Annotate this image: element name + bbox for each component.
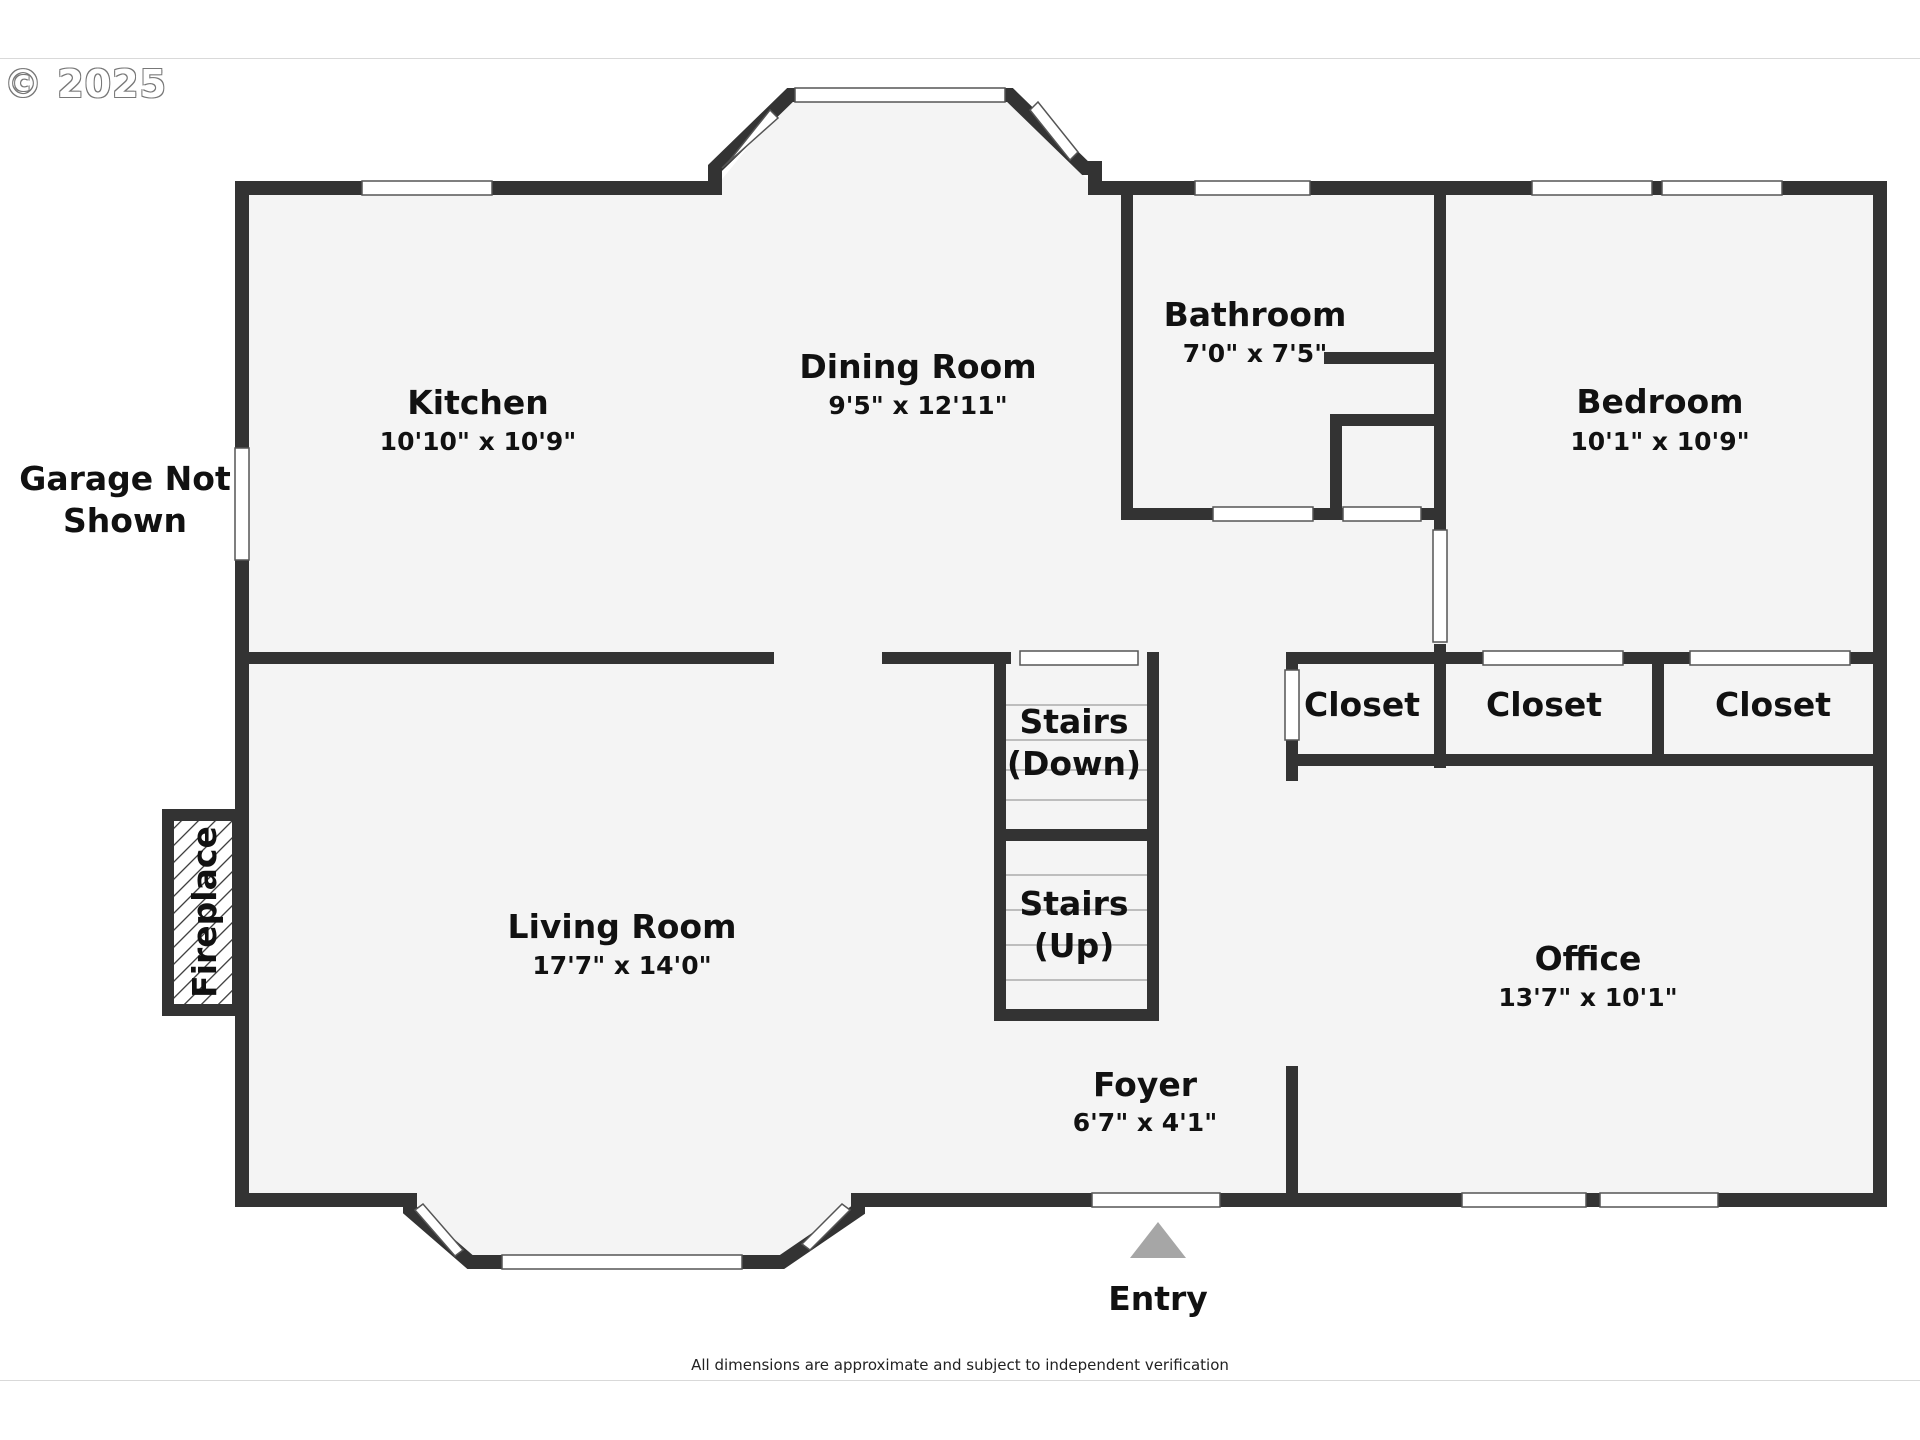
fireplace	[162, 809, 244, 1016]
stairs-up-line1: Stairs	[1019, 884, 1128, 923]
entry-label: Entry	[1108, 1279, 1208, 1318]
bottom-border	[0, 1380, 1920, 1381]
room-bedroom-dims: 10'1" x 10'9"	[1570, 427, 1749, 456]
room-dining-name: Dining Room	[799, 347, 1036, 386]
room-dining-dims: 9'5" x 12'11"	[828, 391, 1007, 420]
room-living-name: Living Room	[508, 907, 737, 946]
disclaimer-footer: All dimensions are approximate and subje…	[691, 1356, 1229, 1374]
room-bathroom-dims: 7'0" x 7'5"	[1183, 339, 1327, 368]
top-border	[0, 58, 1920, 59]
room-office-dims: 13'7" x 10'1"	[1498, 983, 1677, 1012]
room-kitchen-dims: 10'10" x 10'9"	[380, 427, 577, 456]
floor-area	[242, 95, 1880, 1262]
garage-note-line1: Garage Not	[19, 459, 231, 498]
room-foyer-name: Foyer	[1093, 1065, 1198, 1104]
room-living-dims: 17'7" x 14'0"	[532, 951, 711, 980]
closet-label-1: Closet	[1304, 685, 1420, 724]
fireplace-label: Fireplace	[185, 826, 224, 998]
entry-arrow-icon	[1130, 1222, 1186, 1258]
closet-label-2: Closet	[1486, 685, 1602, 724]
room-kitchen-name: Kitchen	[407, 383, 549, 422]
room-foyer-dims: 6'7" x 4'1"	[1073, 1108, 1217, 1137]
room-bathroom-name: Bathroom	[1164, 295, 1347, 334]
stair-treads	[1006, 704, 1147, 981]
garage-note-line2: Shown	[63, 501, 187, 540]
windows	[234, 87, 1851, 1270]
copyright-watermark: © 2025	[4, 62, 167, 106]
room-office-name: Office	[1535, 939, 1642, 978]
stairs-up-line2: (Up)	[1034, 926, 1115, 965]
room-bedroom-name: Bedroom	[1576, 382, 1743, 421]
closet-label-3: Closet	[1715, 685, 1831, 724]
stairs-down-line2: (Down)	[1007, 744, 1141, 783]
stairs-down-line1: Stairs	[1019, 702, 1128, 741]
